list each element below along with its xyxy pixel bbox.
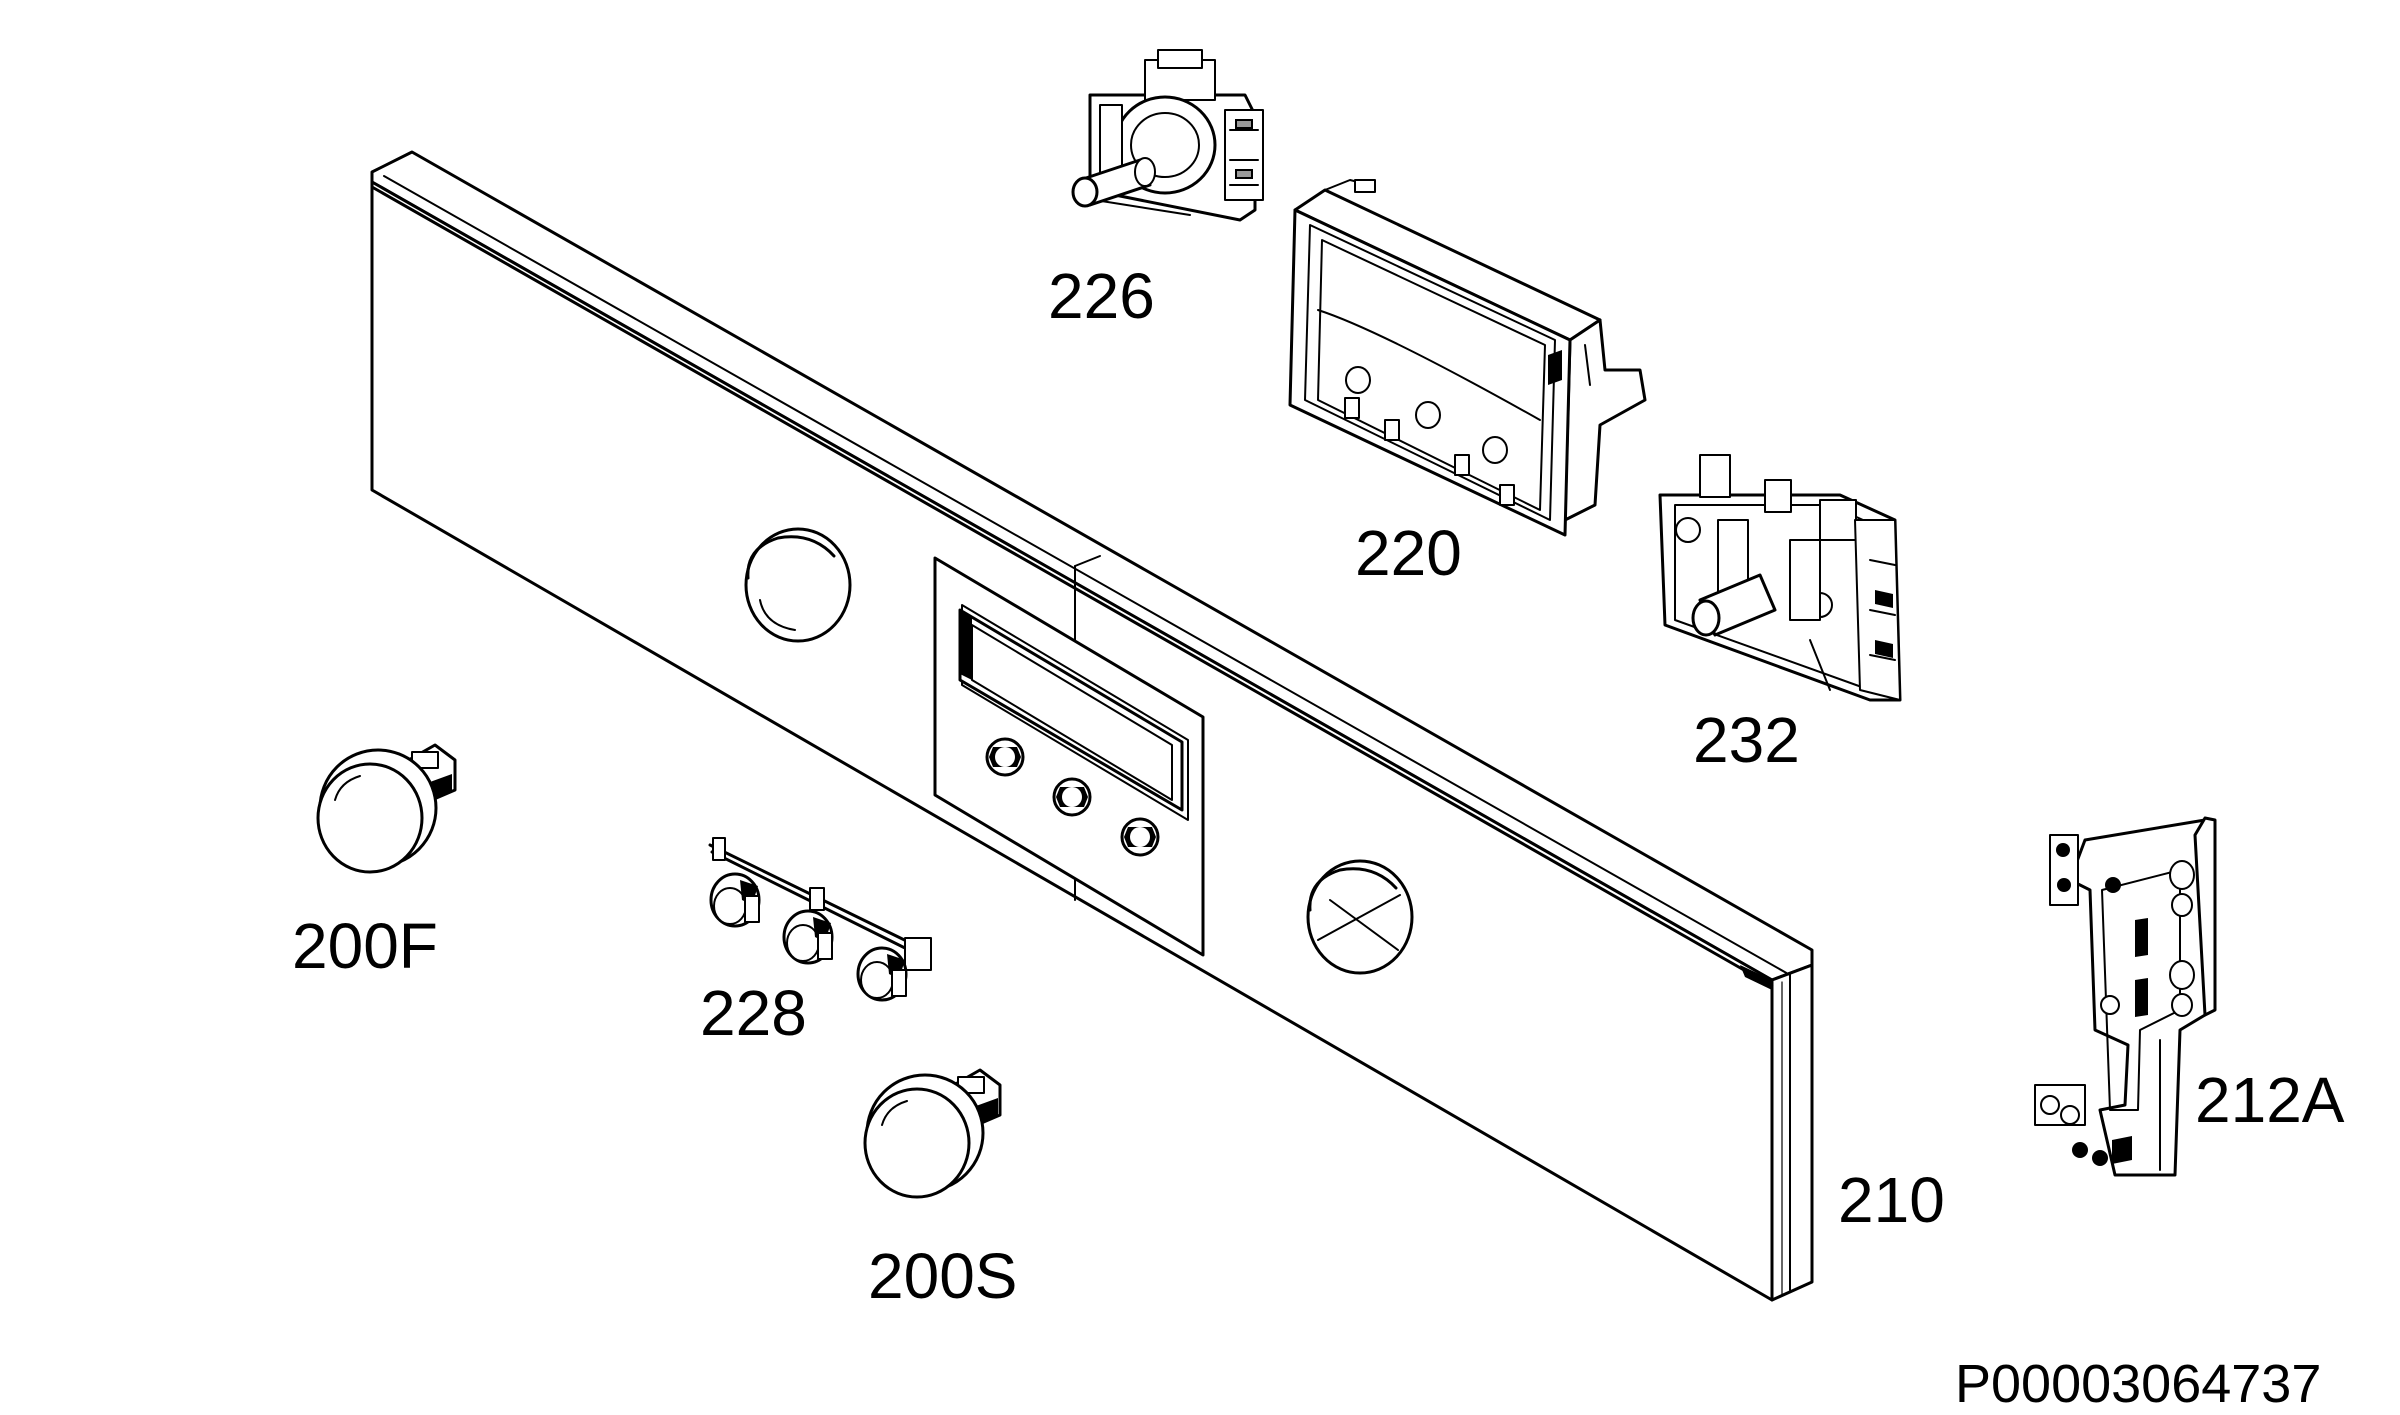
rotary-switch-226[interactable]: 226 <box>1048 49 1264 332</box>
label-226: 226 <box>1048 260 1155 332</box>
switch-232[interactable]: 232 <box>1658 454 1902 776</box>
panel-knob-hole-left <box>744 527 852 643</box>
label-228: 228 <box>700 977 807 1049</box>
label-210: 210 <box>1838 1164 1945 1236</box>
push-buttons-228[interactable]: 228 <box>700 837 932 1049</box>
programmer-housing-220[interactable]: 220 <box>1288 179 1647 589</box>
knob-200F[interactable]: 200F <box>292 743 457 982</box>
label-232: 232 <box>1693 704 1800 776</box>
panel-display-frame <box>933 556 1205 957</box>
bracket-212A[interactable]: 212A <box>2034 816 2345 1177</box>
reference-number: P00003064737 <box>1955 1354 2321 1414</box>
label-200F: 200F <box>292 910 438 982</box>
control-panel[interactable] <box>370 150 1814 1302</box>
label-212A: 212A <box>2195 1064 2345 1136</box>
label-200S: 200S <box>868 1240 1017 1312</box>
label-220: 220 <box>1355 517 1462 589</box>
panel-knob-hole-right <box>1306 859 1414 975</box>
knob-200S[interactable]: 200S <box>863 1068 1017 1312</box>
